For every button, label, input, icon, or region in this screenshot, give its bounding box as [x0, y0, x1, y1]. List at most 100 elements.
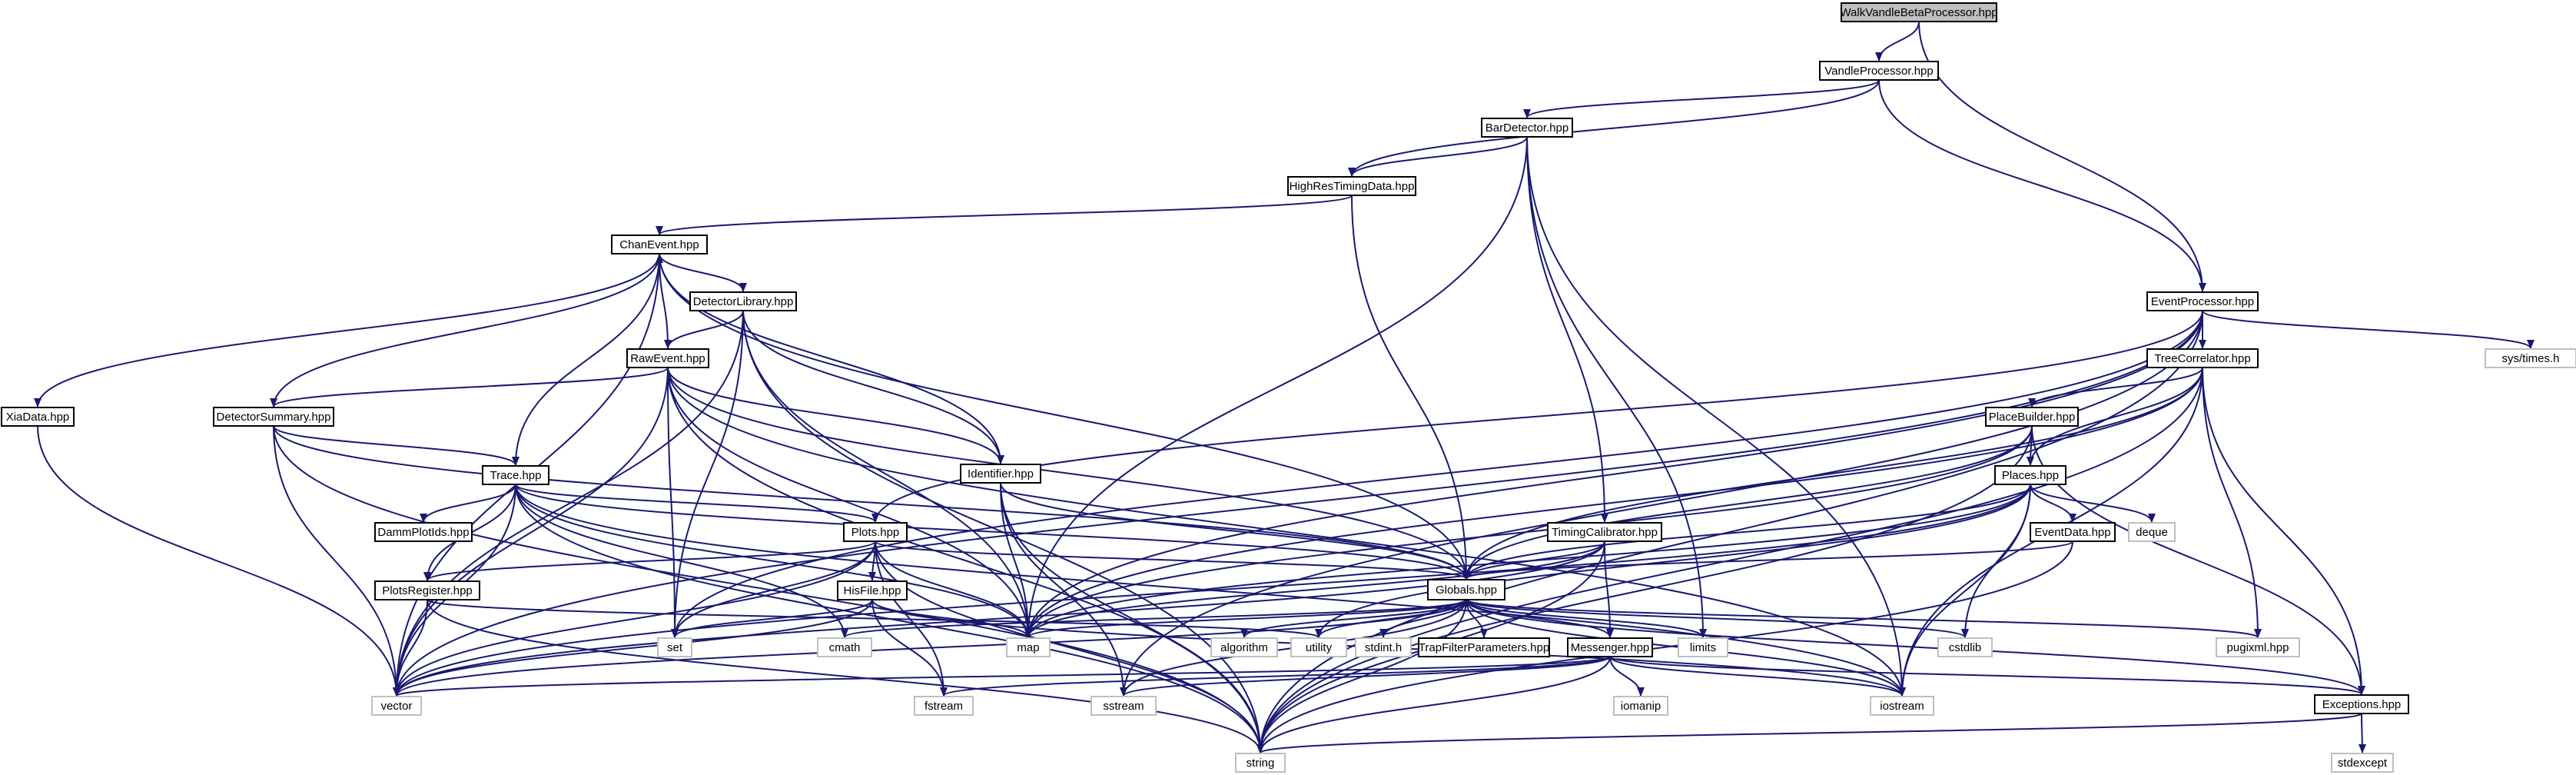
node-box — [611, 234, 708, 254]
node-label: TimingCalibrator.hpp — [1552, 526, 1658, 539]
edge-detectorsummary-to-chanevent — [273, 254, 663, 408]
node-box — [1, 407, 75, 427]
node-plotsregister[interactable]: PlotsRegister.hpp — [374, 580, 480, 600]
edge-globals-to-limits — [1466, 599, 1707, 638]
node-eventprocessor[interactable]: EventProcessor.hpp — [2146, 291, 2259, 311]
node-timingcalibrator[interactable]: TimingCalibrator.hpp — [1547, 522, 1662, 542]
node-label: utility — [1306, 641, 1333, 654]
node-label: cstdlib — [1949, 641, 1982, 654]
node-algorithm: algorithm — [1210, 637, 1278, 657]
node-label: Trace.hpp — [490, 469, 542, 482]
node-label: Globals.hpp — [1436, 584, 1497, 597]
node-box — [2146, 291, 2259, 311]
node-walkvandlebetaprocessor[interactable]: WalkVandleBetaProcessor.hpp — [1840, 2, 1998, 22]
node-label: EventProcessor.hpp — [2151, 295, 2254, 308]
edge-places-to-vector — [393, 484, 2031, 697]
node-label: DammPlotIds.hpp — [377, 526, 469, 539]
node-label: iomanip — [1621, 700, 1661, 713]
node-map: map — [1006, 637, 1051, 657]
edge-timingcalibrator-to-vector — [393, 541, 1605, 697]
node-highrestimingdata[interactable]: HighResTimingData.hpp — [1287, 176, 1416, 196]
node-box — [1994, 465, 2066, 485]
edge-bardetector-to-limits — [1526, 136, 1707, 638]
edge-messenger-to-iomanip — [1609, 656, 1645, 697]
edge-detectorlibrary-to-identifier — [742, 310, 1004, 464]
node-plots[interactable]: Plots.hpp — [843, 522, 908, 542]
node-box — [1547, 522, 1662, 542]
node-cmath: cmath — [817, 637, 872, 657]
node-placebuilder[interactable]: PlaceBuilder.hpp — [1985, 407, 2079, 427]
edge-identifier-to-string — [1000, 482, 1264, 753]
node-globals[interactable]: Globals.hpp — [1427, 579, 1505, 600]
node-box — [1210, 637, 1278, 657]
node-box — [2128, 522, 2176, 542]
edge-vandleprocessor-to-eventprocessor — [1878, 79, 2206, 292]
node-string: string — [1235, 753, 1286, 773]
node-box — [1355, 637, 1412, 657]
node-places[interactable]: Places.hpp — [1994, 465, 2066, 485]
node-pugixml: pugixml.hpp — [2216, 637, 2300, 657]
node-box — [837, 580, 908, 600]
node-treecorrelator[interactable]: TreeCorrelator.hpp — [2146, 348, 2259, 368]
node-box — [2030, 522, 2116, 542]
node-rawevent[interactable]: RawEvent.hpp — [626, 348, 709, 368]
node-label: DetectorSummary.hpp — [217, 411, 331, 424]
node-chanevent[interactable]: ChanEvent.hpp — [611, 234, 708, 254]
edge-highrestimingdata-to-globals — [1351, 195, 1470, 580]
edge-rawevent-to-chanevent — [656, 254, 669, 350]
node-box — [1287, 176, 1416, 196]
node-detectorlibrary[interactable]: DetectorLibrary.hpp — [689, 291, 797, 311]
edge-rawevent-to-string — [667, 367, 1264, 753]
node-vandleprocessor[interactable]: VandleProcessor.hpp — [1819, 61, 1939, 81]
edge-eventdata-to-string — [1256, 541, 2073, 753]
node-box — [817, 637, 872, 657]
node-label: vector — [381, 700, 413, 713]
edge-globals-to-map — [1024, 599, 1467, 638]
node-box — [371, 696, 422, 716]
node-box — [657, 637, 692, 657]
node-utility: utility — [1290, 637, 1347, 657]
node-bardetector[interactable]: BarDetector.hpp — [1481, 118, 1573, 138]
edge-chanevent-to-globals — [659, 253, 1470, 580]
node-messenger[interactable]: Messenger.hpp — [1567, 637, 1653, 657]
edge-treecorrelator-to-places — [2027, 367, 2203, 466]
edge-hisfile-to-fstream — [871, 599, 948, 697]
node-label: DetectorLibrary.hpp — [693, 295, 794, 308]
node-label: set — [667, 641, 683, 654]
node-xiadata[interactable]: XiaData.hpp — [1, 407, 75, 427]
edge-globals-to-algorithm — [1240, 599, 1467, 638]
edge-places-to-map — [1024, 484, 2031, 638]
edge-globals-to-cmath — [841, 599, 1467, 638]
edge-eventprocessor-to-string — [1256, 310, 2203, 753]
node-label: RawEvent.hpp — [630, 352, 705, 365]
edge-rawevent-to-identifier — [667, 367, 1004, 464]
node-box — [2314, 694, 2409, 714]
node-box — [374, 580, 480, 600]
edge-messenger-to-vector — [393, 656, 1611, 697]
dependency-edges — [34, 21, 2535, 753]
edge-places-to-deque — [2030, 484, 2156, 523]
node-sstream: sstream — [1090, 696, 1157, 716]
node-trapfilterparameters[interactable]: TrapFilterParameters.hpp — [1418, 637, 1550, 657]
node-label: string — [1247, 757, 1275, 770]
edge-chanevent-to-trace — [512, 253, 660, 466]
node-eventdata[interactable]: EventData.hpp — [2030, 522, 2116, 542]
node-trace[interactable]: Trace.hpp — [482, 465, 549, 485]
node-hisfile[interactable]: HisFile.hpp — [837, 580, 908, 600]
node-box — [1090, 696, 1157, 716]
node-box — [2216, 637, 2300, 657]
edge-plotsregister-to-string — [427, 599, 1264, 753]
node-exceptions[interactable]: Exceptions.hpp — [2314, 694, 2409, 714]
node-box — [1985, 407, 2079, 427]
edge-bardetector-to-map — [1024, 136, 1528, 638]
node-label: iostream — [1880, 700, 1924, 713]
node-box — [1613, 696, 1668, 716]
node-dammplotids[interactable]: DammPlotIds.hpp — [374, 522, 473, 542]
node-detectorsummary[interactable]: DetectorSummary.hpp — [213, 407, 334, 427]
node-label: Messenger.hpp — [1571, 641, 1650, 654]
node-box — [1678, 637, 1728, 657]
node-identifier[interactable]: Identifier.hpp — [960, 464, 1041, 484]
edge-hisfile-to-set — [671, 599, 873, 638]
edge-eventprocessor-to-plots — [871, 310, 2203, 523]
